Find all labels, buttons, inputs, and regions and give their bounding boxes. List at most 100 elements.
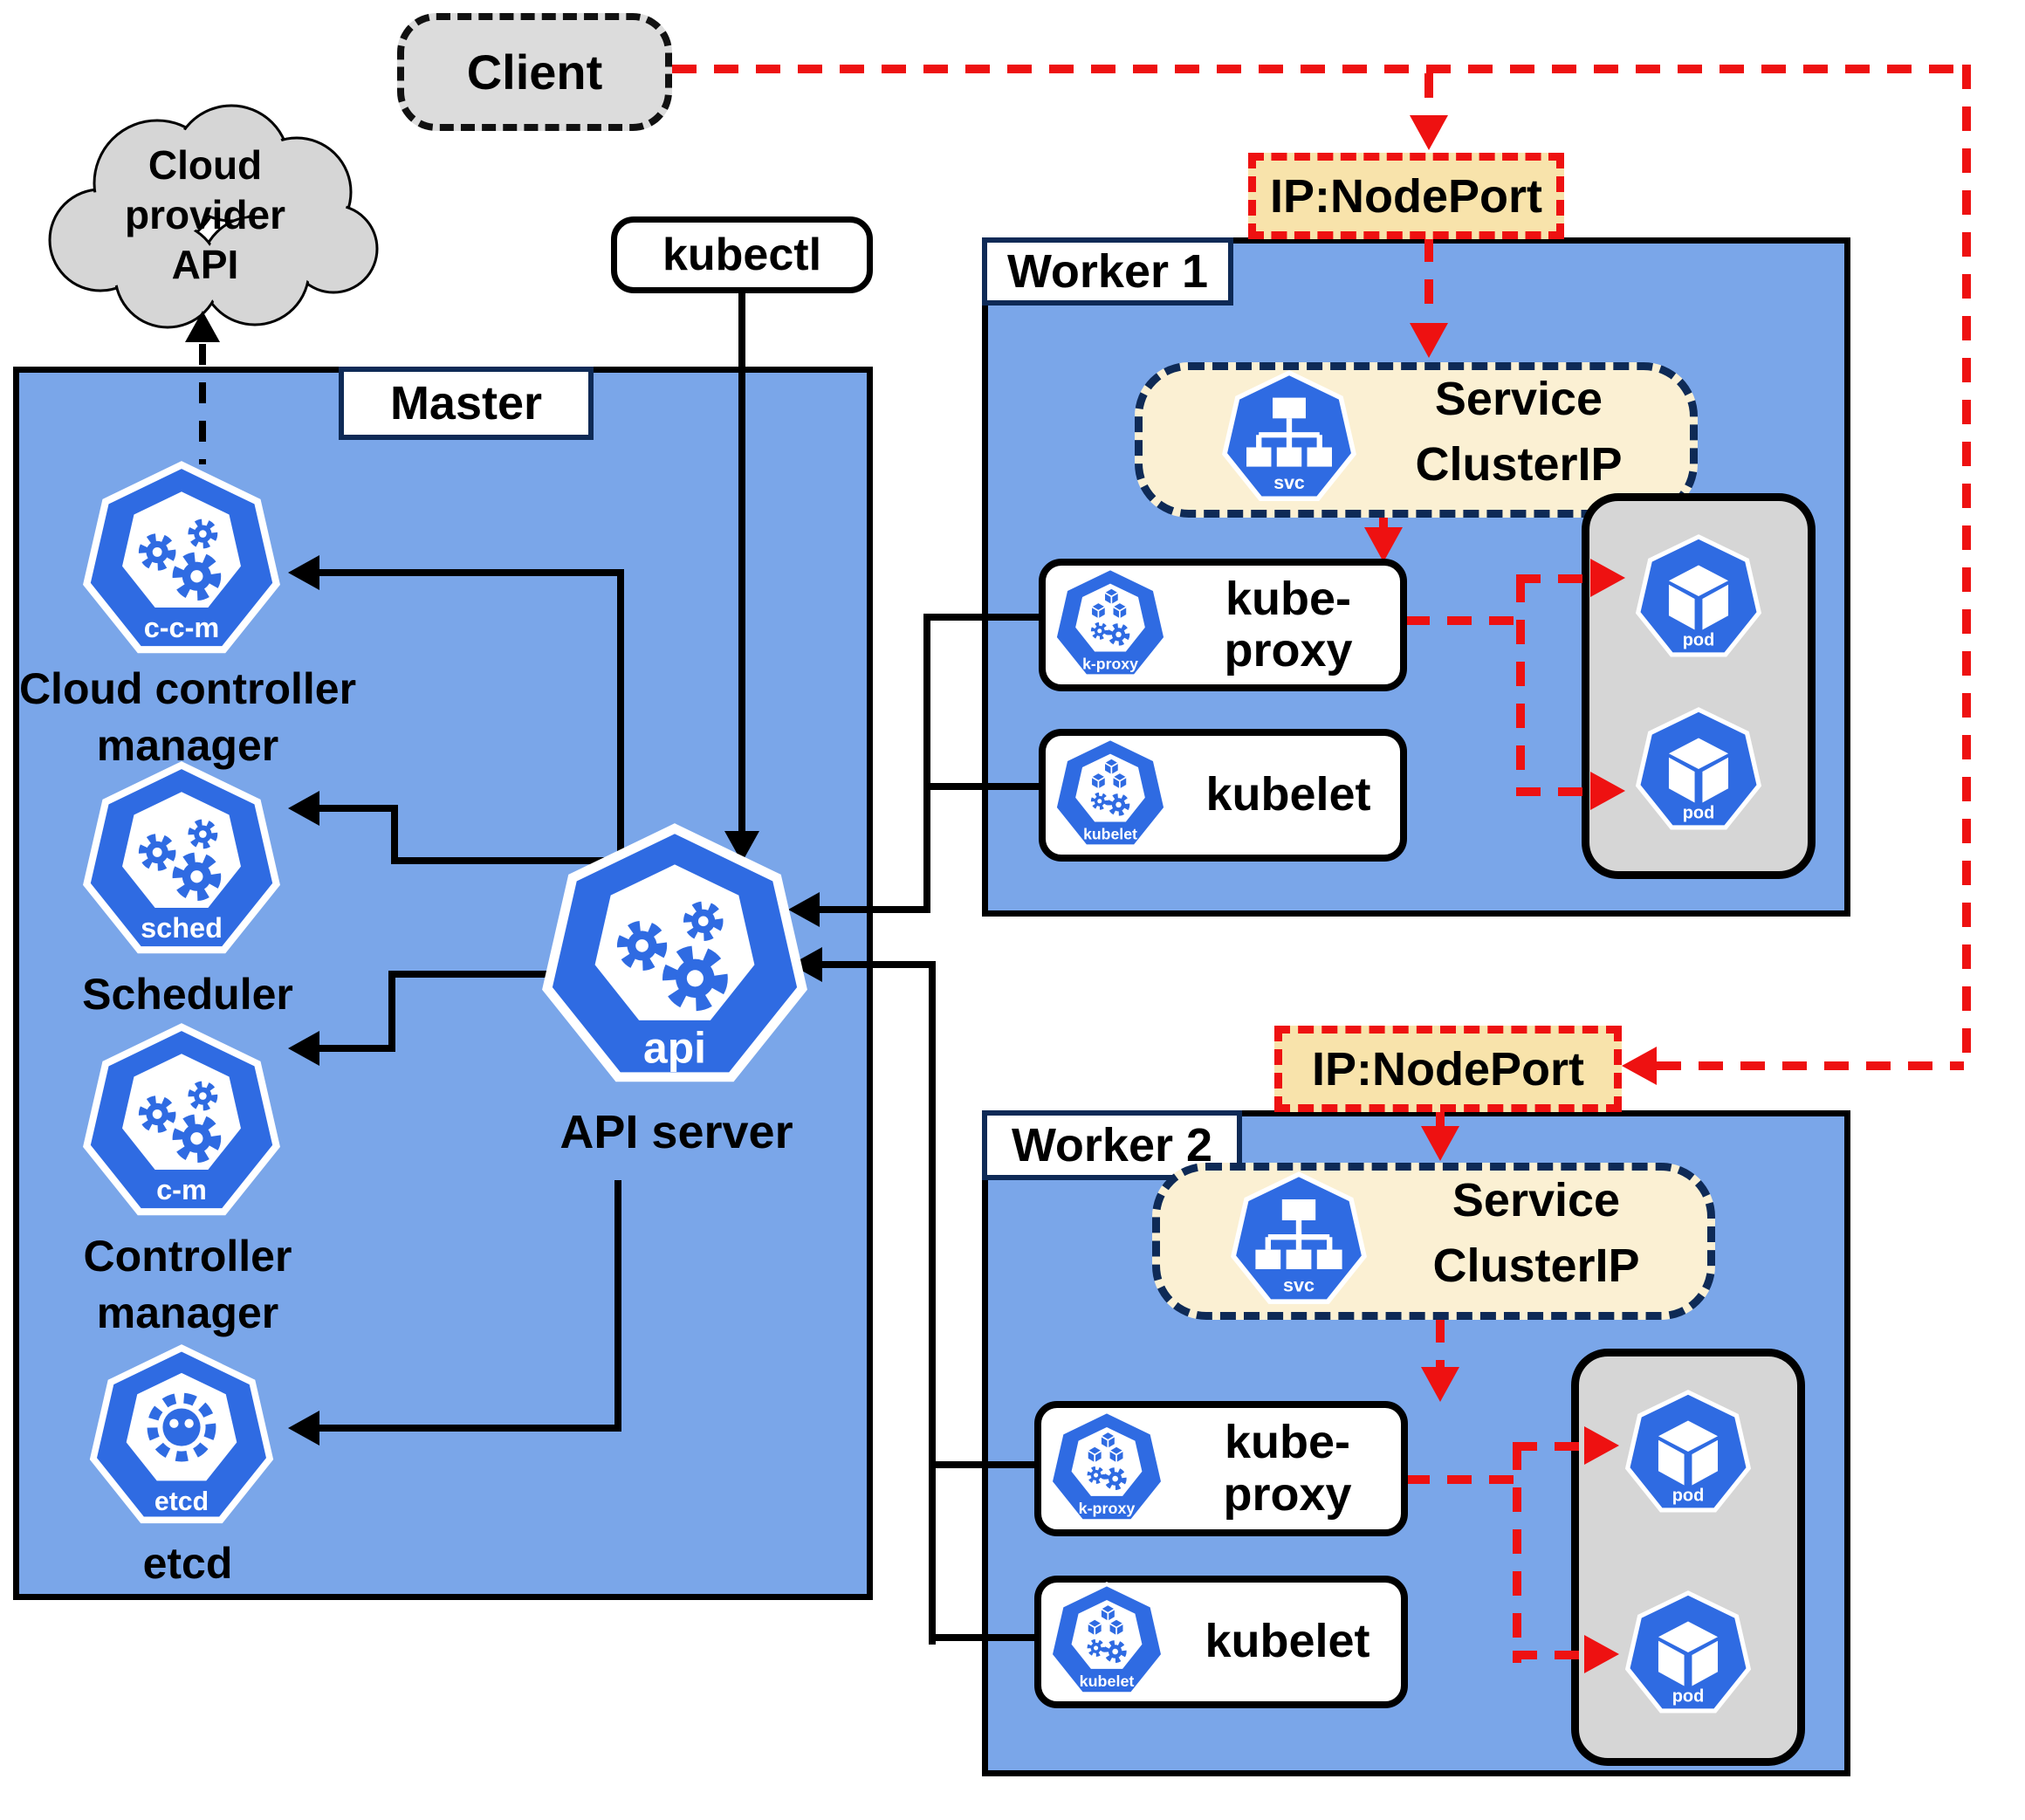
kubeproxy1-pods-bus [1516, 578, 1525, 795]
worker2-svc-icon-label: svc [1283, 1274, 1315, 1296]
api-to-sched-line-h1 [319, 805, 398, 812]
cm-icon-label: c-m [156, 1174, 207, 1205]
cloud-provider-api-shape: Cloud provider API [48, 104, 379, 329]
kubeproxy1-pod1-line [1516, 574, 1590, 583]
worker1-kproxy-icon: k-proxy [1051, 566, 1170, 684]
etcd-icon-label: etcd [154, 1487, 209, 1516]
worker2-kubelet-label: kubelet [1205, 1615, 1370, 1668]
worker1-svc-icon: svc [1220, 370, 1358, 508]
worker1-to-api-arrowhead [788, 892, 820, 927]
worker1-kubelet-link [923, 783, 1040, 790]
master-title-label: Master [389, 377, 543, 429]
worker2-kubelet-icon: kubelet [1047, 1582, 1167, 1702]
worker1-kubeproxy-link [923, 614, 1040, 621]
api-to-cm-line-v [388, 978, 395, 1052]
cloud-line2: provider [125, 192, 285, 237]
worker2-pod1-label: pod [1672, 1486, 1705, 1505]
api-to-ccm-line-v [617, 569, 624, 876]
client-traffic-line-right [1962, 65, 1971, 1070]
kubeproxy1-pod2-line [1516, 787, 1590, 796]
worker2-bus-v [929, 961, 936, 1645]
kubectl-label: kubectl [662, 230, 822, 280]
etcd-icon: etcd [87, 1344, 276, 1533]
kubectl-to-api-line [738, 293, 745, 833]
api-server-icon: api [539, 823, 811, 1095]
worker2-bus-h [822, 961, 936, 968]
worker2-service-line2: ClusterIP [1432, 1240, 1640, 1292]
worker1-kubelet-label: kubelet [1205, 768, 1371, 821]
kubeproxy2-pod2-line [1513, 1651, 1584, 1659]
service1-to-kubeproxy1-arrowhead [1364, 527, 1403, 562]
worker2-pod1-icon: pod [1623, 1390, 1753, 1519]
worker1-pod1-label: pod [1683, 630, 1715, 649]
etcd-label: etcd [142, 1539, 233, 1588]
api-to-sched-arrowhead [288, 791, 319, 826]
kubeproxy2-pod1-line [1513, 1442, 1584, 1451]
kubeproxy2-pod2-arrowhead [1584, 1635, 1619, 1673]
api-to-etcd-line-h [319, 1425, 621, 1432]
api-to-etcd-arrowhead [288, 1411, 319, 1446]
scheduler-label: Scheduler [82, 970, 293, 1019]
nodeport1-to-service1-arrowhead [1410, 323, 1448, 358]
worker1-bus-v [923, 614, 930, 913]
worker2-nodeport-label: IP:NodePort [1311, 1042, 1584, 1095]
service1-to-kubeproxy1-line [1379, 515, 1388, 527]
api-to-etcd-line-v [614, 1180, 621, 1432]
client-to-nodeport2-arrowhead [1622, 1047, 1657, 1085]
sched-icon-label: sched [141, 912, 223, 944]
worker1-kubelet-icon-label: kubelet [1083, 825, 1137, 842]
nodeport2-to-service2-line [1436, 1110, 1445, 1126]
client-to-nodeport2-line [1657, 1061, 1964, 1070]
worker2-pod2-label: pod [1672, 1686, 1705, 1706]
ccm-label-line1: Cloud controller [18, 664, 357, 713]
ccm-label-line2: manager [96, 721, 279, 770]
cm-label-line1: Controller [83, 1232, 292, 1281]
kubeproxy1-out-line [1405, 616, 1527, 625]
ccm-icon-label: c-c-m [144, 612, 220, 643]
scheduler-icon: sched [80, 761, 283, 964]
worker2-kproxy-icon-label: k-proxy [1079, 1500, 1136, 1517]
worker1-bus-h [820, 906, 930, 913]
client-to-nodeport1-line [1424, 73, 1433, 117]
nodeport1-to-service1-line [1424, 237, 1433, 318]
cloud-line1: Cloud [148, 142, 262, 188]
worker2-nodeport: IP:NodePort [1274, 1026, 1622, 1112]
ccm-to-cloud-arrowhead [185, 311, 220, 342]
api-to-cm-arrowhead [288, 1031, 319, 1066]
master-title: Master [339, 367, 594, 440]
worker2-kproxy-icon: k-proxy [1047, 1409, 1167, 1529]
client-node: Client [397, 13, 672, 131]
api-to-cm-line-h1 [319, 1045, 395, 1052]
worker2-svc-icon: svc [1229, 1171, 1369, 1311]
worker1-pod2-label: pod [1683, 803, 1715, 822]
kubectl-node: kubectl [611, 216, 873, 293]
worker1-nodeport-label: IP:NodePort [1269, 169, 1542, 223]
kubeproxy2-pods-bus [1513, 1446, 1521, 1663]
worker1-kubeproxy-label: kube-proxy [1224, 572, 1353, 676]
worker1-pod2-icon: pod [1634, 707, 1763, 836]
client-to-nodeport1-arrowhead [1410, 115, 1448, 150]
cm-label-line2: manager [96, 1288, 279, 1337]
worker2-kubeproxy-link [929, 1461, 1051, 1468]
worker1-svc-icon-label: svc [1273, 472, 1305, 493]
worker1-title: Worker 1 [982, 237, 1233, 306]
api-icon-label: api [643, 1024, 706, 1073]
worker1-kubelet-icon: kubelet [1051, 736, 1170, 855]
worker2-kubelet-link [929, 1634, 1051, 1641]
api-to-cm-line-h2 [388, 971, 559, 978]
worker1-service-line2: ClusterIP [1415, 438, 1623, 491]
kubeproxy2-out-line [1405, 1475, 1523, 1484]
worker1-pod1-icon: pod [1634, 534, 1763, 663]
kubeproxy1-pod2-arrowhead [1590, 772, 1625, 810]
worker1-nodeport: IP:NodePort [1248, 153, 1564, 239]
api-to-ccm-line-h [319, 569, 624, 576]
api-to-sched-line-h2 [391, 857, 614, 864]
worker2-title: Worker 2 [982, 1110, 1242, 1180]
api-server-label: API server [559, 1106, 793, 1158]
worker1-service-line1: Service [1434, 373, 1603, 425]
service2-to-kubeproxy2-line [1436, 1318, 1445, 1367]
client-label: Client [466, 45, 603, 100]
api-to-sched-line-v [391, 805, 398, 864]
nodeport2-to-service2-arrowhead [1421, 1126, 1459, 1161]
